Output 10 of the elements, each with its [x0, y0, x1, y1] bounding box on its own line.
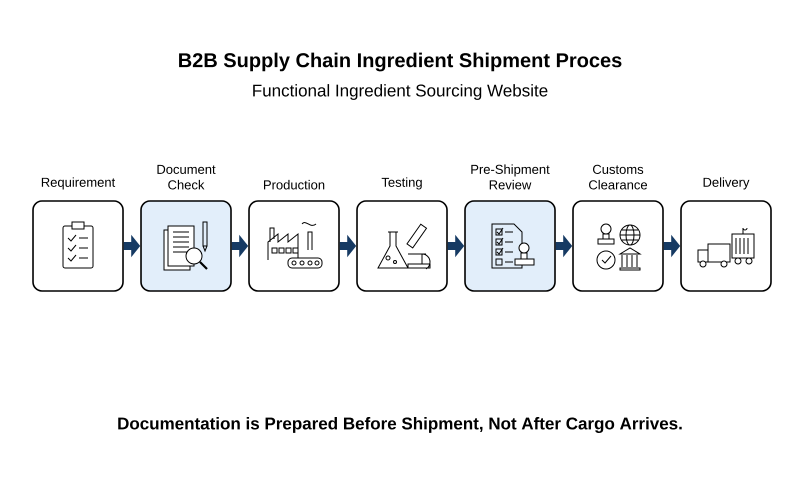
- step-heading: Document Check: [157, 164, 216, 190]
- subtitle: Functional Ingredient Sourcing Website: [253, 84, 548, 100]
- step-heading: Pre-Shipment Review: [471, 164, 550, 190]
- step-heading: Testing: [382, 177, 422, 190]
- step-heading: Requirement: [42, 177, 116, 190]
- title: B2B Supply Chain Ingredient Shipment Proces: [179, 52, 622, 72]
- step-heading: Production: [264, 180, 324, 190]
- step-heading: Customs Clearance: [589, 164, 648, 190]
- step-heading: Delivery: [704, 177, 750, 190]
- caption: Documentation is Prepared Before Shipment, Not After Cargo Arrives.: [118, 417, 682, 433]
